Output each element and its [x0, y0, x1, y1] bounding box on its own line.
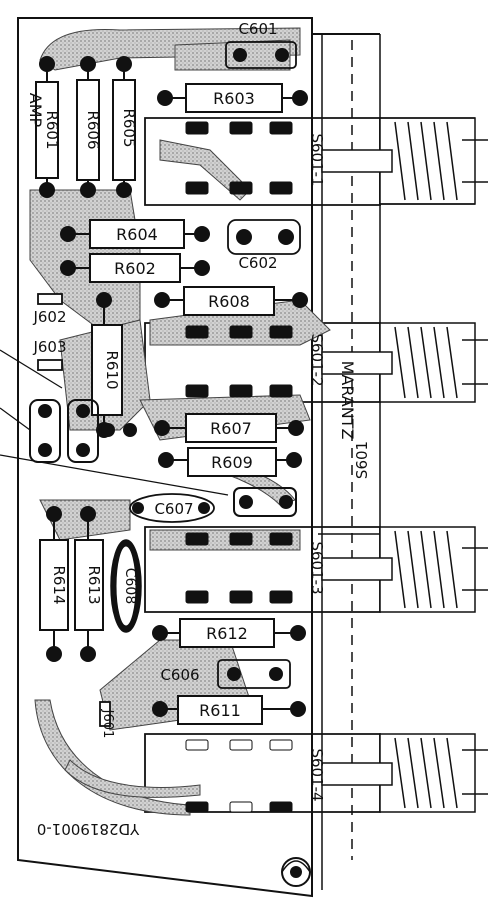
resistor-r606: R606	[76, 56, 102, 198]
capacitor-c608: C608	[110, 539, 142, 633]
resistor-r601-label: R601	[43, 110, 61, 149]
resistor-r614-label: R614	[50, 565, 68, 604]
jack-spring-4	[321, 733, 488, 813]
resistor-r612-label: R612	[206, 624, 248, 643]
resistor-r609-label: R609	[211, 453, 253, 472]
resistor-r604: R604	[60, 219, 210, 249]
resistor-r609: R609	[158, 447, 302, 477]
leader-lines	[0, 349, 229, 496]
resistor-r605: R605	[112, 56, 138, 198]
resistor-r601: R601	[35, 56, 61, 198]
jack-hardware	[321, 117, 488, 813]
jumper-j603: J603	[32, 338, 67, 371]
jumper-j601-label: J601	[100, 709, 115, 739]
capacitor-c601-label: C601	[238, 20, 277, 38]
jumper-j603-label: J603	[32, 338, 66, 356]
resistor-r603-label: R603	[213, 89, 255, 108]
capacitor-c602: C602	[227, 219, 301, 272]
jumper-j602: J602	[32, 293, 67, 326]
capacitor-c607: C607	[129, 493, 215, 523]
resistor-r607: R607	[154, 413, 304, 443]
resistor-r602-label: R602	[114, 259, 156, 278]
pad-group-left	[29, 399, 297, 517]
jumper-j601: J601	[99, 701, 115, 739]
capacitor-c608-label: C608	[122, 568, 138, 605]
resistor-r608: R608	[154, 286, 308, 316]
jack-s601-1-label: S601-1	[308, 133, 326, 186]
capacitor-c606-label: C606	[160, 666, 199, 684]
jack-solder-tabs	[185, 121, 293, 813]
resistor-r610-label: R610	[103, 350, 121, 389]
resistor-r607-label: R607	[210, 419, 252, 438]
resistor-r610: R610	[91, 292, 123, 438]
capacitor-c606: C606	[160, 659, 291, 689]
resistor-r613-label: R613	[85, 565, 103, 604]
jack-spring-2	[321, 322, 488, 403]
jack-s601-4-label: S601-4	[308, 748, 326, 801]
board-label: S601	[353, 441, 371, 479]
resistor-r612: R612	[152, 618, 306, 648]
mounting-hole	[281, 857, 311, 887]
resistor-r602: R602	[60, 253, 210, 283]
side-text: AMP	[26, 93, 45, 128]
resistor-r613: R613	[74, 506, 104, 662]
resistor-r605-label: R605	[120, 108, 138, 147]
jumper-j602-label: J602	[32, 308, 66, 326]
capacitor-c602-label: C602	[238, 254, 277, 272]
jack-spring-1	[321, 117, 488, 205]
resistor-r603: R603	[157, 83, 308, 113]
resistor-r608-label: R608	[208, 292, 250, 311]
jack-s601-3-label: S601-3	[308, 541, 326, 594]
capacitor-c607-label: C607	[154, 500, 193, 518]
part-number: YD2819001-0	[37, 820, 140, 838]
resistor-r606-label: R606	[84, 110, 102, 149]
jack-s601-2-label: S601-2	[308, 333, 326, 386]
resistor-r604-label: R604	[116, 225, 158, 244]
resistor-r614: R614	[39, 506, 69, 662]
resistor-r611: R611	[152, 695, 306, 725]
jack-spring-3	[321, 526, 488, 613]
brand-marking: MARANTZ	[338, 361, 357, 440]
capacitor-c601: C601	[225, 20, 297, 69]
resistor-r611-label: R611	[199, 701, 241, 720]
